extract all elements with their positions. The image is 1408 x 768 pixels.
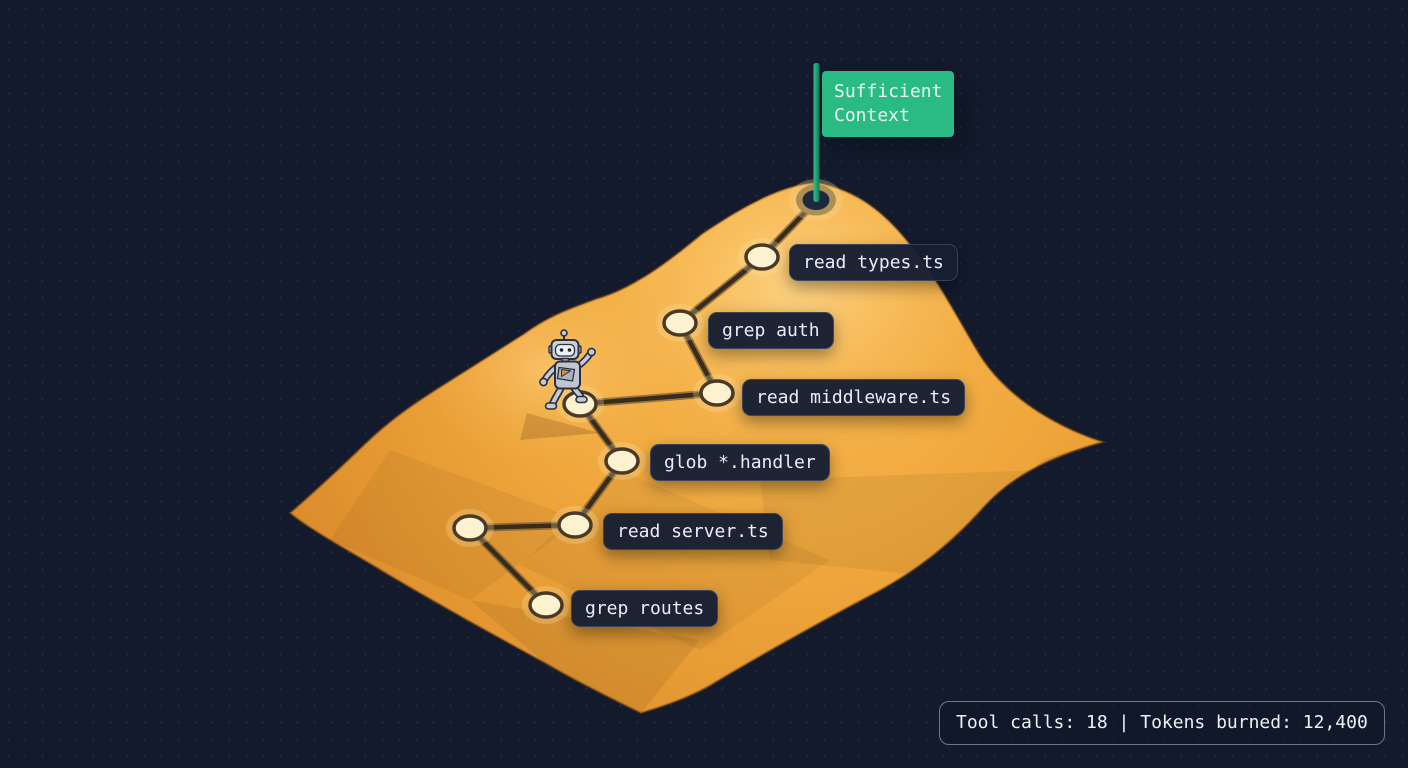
flag-text-line2: Context	[834, 105, 910, 126]
waypoint-node-grep-routes	[522, 586, 570, 624]
flag-text-line1: Sufficient	[834, 81, 943, 102]
waypoint-node-unlabeled	[446, 509, 494, 547]
waypoint-node-read-middleware	[693, 374, 741, 412]
waypoint-label-grep-routes: grep routes	[571, 590, 719, 627]
flag-pole	[813, 63, 820, 202]
summit-flag: Sufficient Context	[822, 71, 955, 137]
status-bar: Tool calls: 18 | Tokens burned: 12,400	[939, 701, 1385, 745]
waypoint-label-read-middleware: read middleware.ts	[742, 379, 966, 416]
waypoint-label-read-types: read types.ts	[789, 244, 958, 281]
waypoint-node-read-server	[551, 506, 599, 544]
waypoint-node-glob-handler	[598, 442, 646, 480]
waypoint-node-grep-auth	[656, 304, 704, 342]
waypoint-label-glob-handler: glob *.handler	[650, 444, 830, 481]
robot-icon	[539, 329, 596, 410]
waypoint-node-robot-stand	[556, 385, 604, 423]
waypoint-label-grep-auth: grep auth	[708, 312, 834, 349]
waypoint-label-read-server: read server.ts	[603, 513, 783, 550]
waypoint-node-read-types	[738, 238, 786, 276]
